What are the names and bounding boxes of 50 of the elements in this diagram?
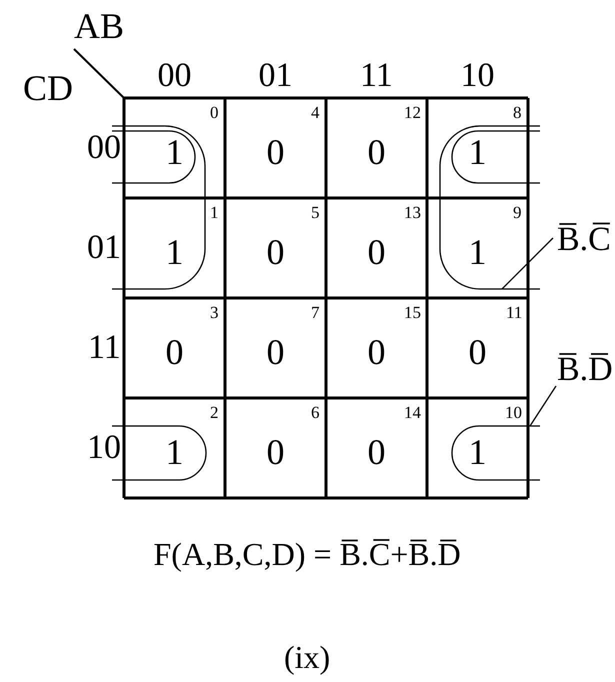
column-label: 10 [460, 59, 494, 93]
cell-value: 0 [368, 434, 386, 470]
row-label: 11 [88, 331, 121, 365]
column-label: 11 [360, 59, 393, 93]
group-loop [439, 125, 540, 290]
minterm-number: 12 [404, 104, 421, 120]
cell-value: 1 [468, 434, 486, 470]
cell-value: 0 [368, 334, 386, 370]
cell-value: 0 [368, 234, 386, 270]
minterm-number: 5 [311, 204, 320, 220]
minterm-number: 2 [210, 404, 218, 420]
cell-value: 0 [266, 134, 284, 170]
row-label: 00 [87, 131, 121, 165]
minterm-number: 13 [404, 204, 421, 220]
minterm-number: 4 [311, 104, 320, 120]
cell-value: 1 [166, 134, 184, 170]
cell-value: 0 [166, 334, 184, 370]
cell-value: 1 [468, 234, 486, 270]
row-label: 01 [87, 231, 121, 265]
cell-value: 0 [266, 234, 284, 270]
row-label: 10 [87, 431, 121, 465]
group-loop [451, 425, 540, 481]
leader-line [502, 238, 554, 290]
column-label: 01 [258, 59, 292, 93]
cell-value: 0 [368, 134, 386, 170]
minterm-number: 14 [404, 404, 421, 420]
leader-line [529, 386, 557, 426]
cell-value: 1 [166, 434, 184, 470]
minterm-number: 6 [311, 404, 320, 420]
cell-value: 1 [166, 234, 184, 270]
minterm-number: 15 [404, 304, 421, 320]
minterm-number: 9 [513, 204, 522, 220]
column-label: 00 [158, 59, 192, 93]
minterm-number: 11 [506, 304, 522, 320]
variable-label: AB [74, 8, 124, 44]
minterm-number: 7 [311, 304, 320, 320]
term-label: B̅.D̅ [557, 353, 613, 387]
cell-value: 0 [266, 434, 284, 470]
caption: (ix) [284, 641, 330, 673]
minterm-number: 1 [210, 204, 218, 220]
cell-value: 0 [266, 334, 284, 370]
cell-value: 1 [468, 134, 486, 170]
minterm-number: 8 [513, 104, 522, 120]
cell-value: 0 [468, 334, 486, 370]
minterm-number: 0 [210, 104, 218, 120]
minterm-number: 3 [210, 304, 218, 320]
variable-label: CD [23, 70, 74, 106]
minterm-number: 10 [505, 404, 522, 420]
term-label: B̅.C̅ [557, 223, 611, 257]
boolean-expression: F(A,B,C,D) = B̅.C̅+B̅.D̅ [154, 538, 461, 570]
